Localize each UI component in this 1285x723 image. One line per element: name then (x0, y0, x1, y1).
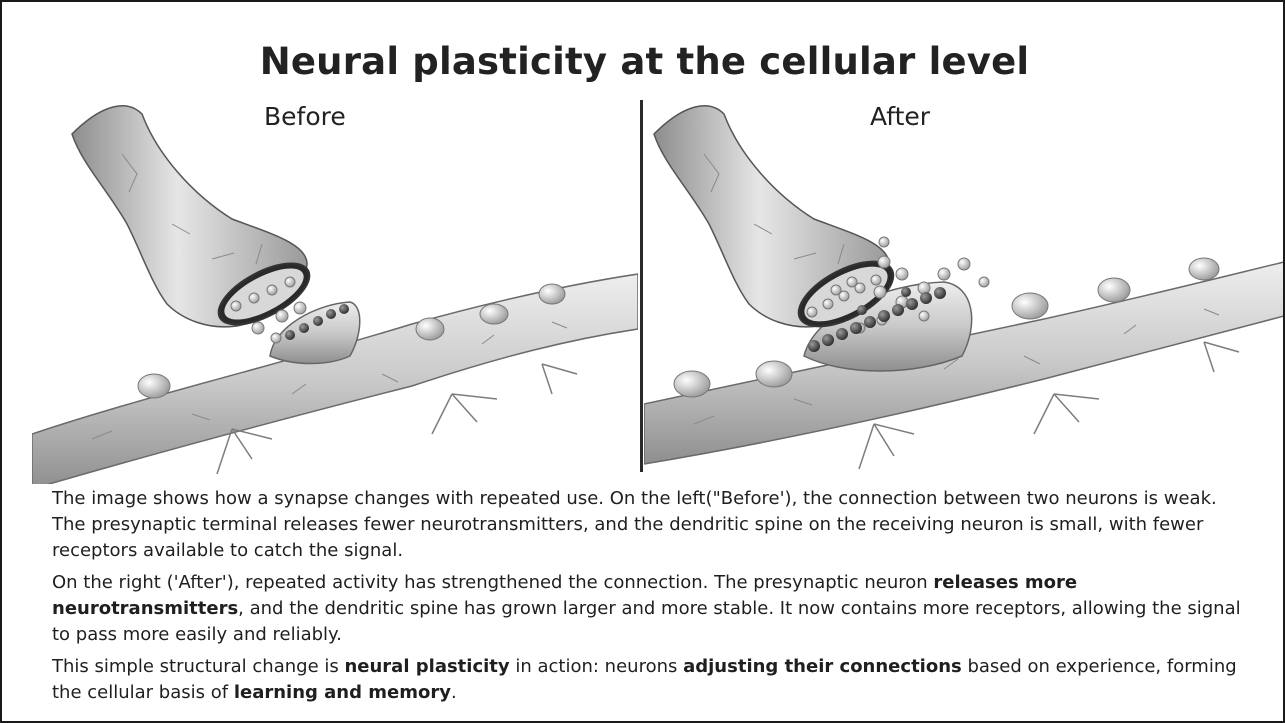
after-synapse-illustration (644, 94, 1284, 484)
spine-bump (674, 371, 710, 397)
spine-bump (1189, 258, 1219, 280)
paragraph-3-bold-b: adjusting their connections (683, 656, 962, 677)
spine-bump (1098, 278, 1130, 302)
paragraph-3-bold-a: neural plasticity (344, 656, 509, 677)
spine-bump (416, 318, 444, 340)
spine-bump (1012, 293, 1048, 319)
paragraph-3-text-b: in action: neurons (510, 656, 683, 677)
explanation-paragraph-1: The image shows how a synapse changes wi… (52, 486, 1252, 564)
page-title: Neural plasticity at the cellular level (2, 40, 1285, 83)
paragraph-2-text-a: On the right ('After'), repeated activit… (52, 572, 933, 593)
explanation-paragraph-2: On the right ('After'), repeated activit… (52, 570, 1252, 648)
spine-bump (480, 304, 508, 324)
explanation-paragraph-3: This simple structural change is neural … (52, 654, 1252, 706)
spine-bump (539, 284, 565, 304)
spine-bump (756, 361, 792, 387)
panel-divider (640, 100, 643, 472)
paragraph-3-text-a: This simple structural change is (52, 656, 344, 677)
paragraph-3-text-d: . (451, 682, 457, 703)
before-synapse-illustration (32, 94, 638, 484)
spine-bump (138, 374, 170, 398)
paragraph-3-bold-c: learning and memory (234, 682, 451, 703)
